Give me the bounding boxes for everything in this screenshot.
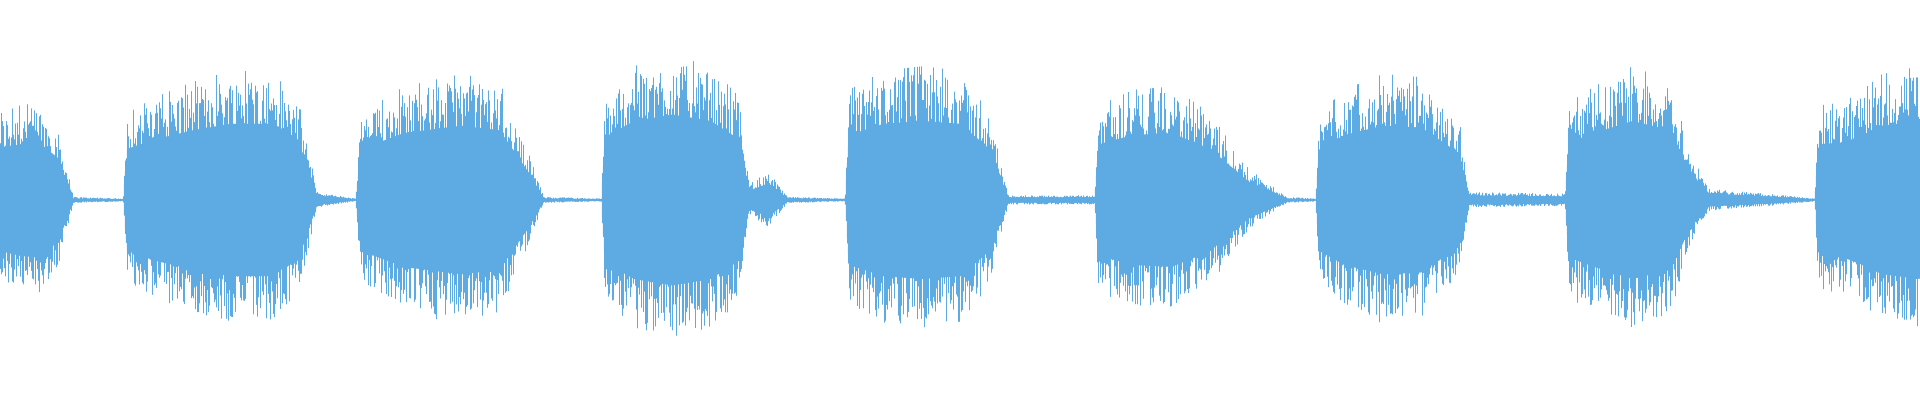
waveform-canvas[interactable] [0, 0, 1920, 400]
audio-waveform[interactable] [0, 0, 1920, 400]
